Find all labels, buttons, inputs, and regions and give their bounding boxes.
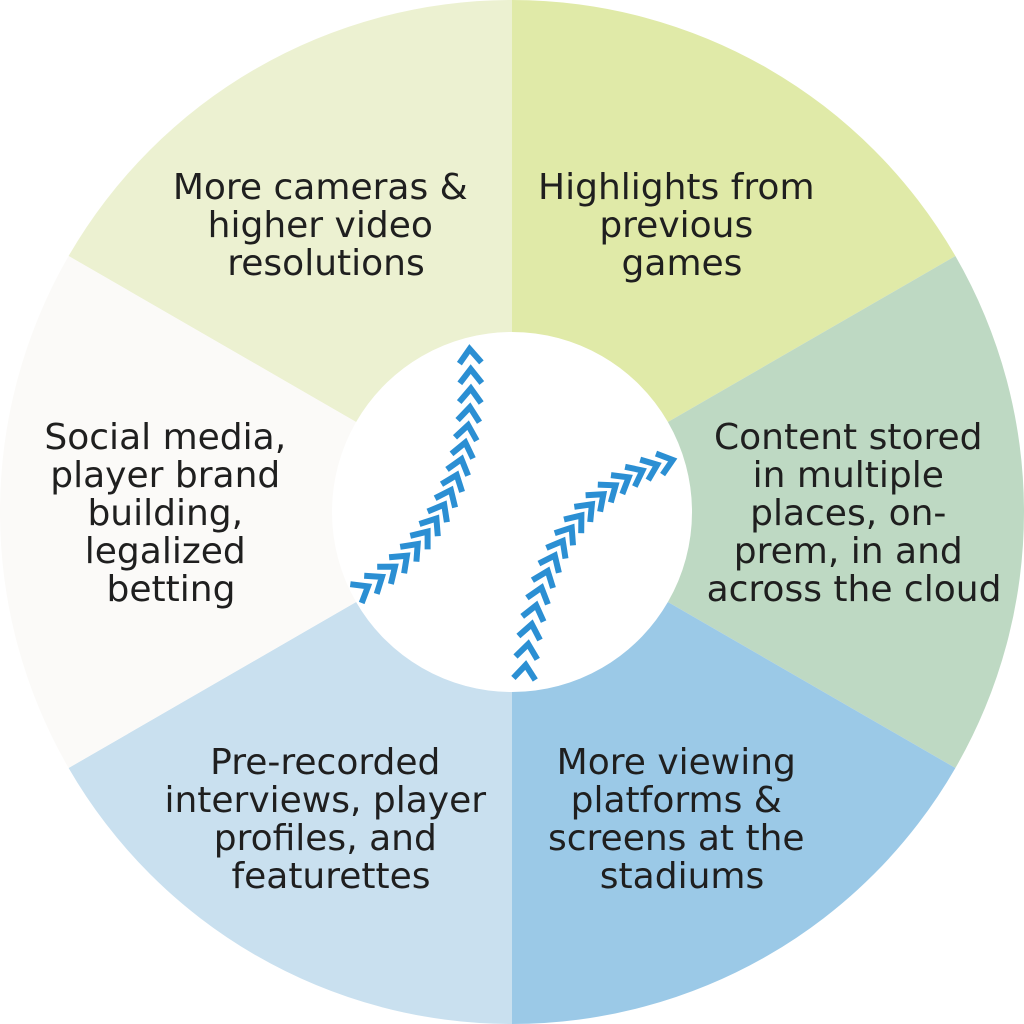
stitch-right-seam xyxy=(597,481,620,504)
stitch-right-seam xyxy=(624,463,647,488)
stitch-left-seam xyxy=(426,500,450,523)
stitch-left-seam xyxy=(449,437,476,460)
label-left: Social media, player brand building, leg… xyxy=(44,417,297,610)
baseball-body xyxy=(334,334,690,690)
stitch-left-seam xyxy=(433,485,459,509)
stitch-right-seam xyxy=(520,600,547,623)
label-right: Content stored in multiple places, on- p… xyxy=(707,417,1002,610)
stitch-right-seam xyxy=(563,511,585,534)
stitch-right-seam xyxy=(610,472,633,496)
stitch-left-seam xyxy=(452,420,480,443)
stitch-left-seam xyxy=(456,344,484,366)
label-top-left: More cameras & higher video resolutions xyxy=(173,167,479,284)
stitch-left-seam xyxy=(399,540,421,562)
segment-bottom-right xyxy=(512,602,956,1024)
stitch-left-seam xyxy=(457,364,485,386)
stitch-right-seam xyxy=(537,551,562,574)
label-bottom-left: Pre-recorded interviews, player profiles… xyxy=(164,742,497,897)
segment-bottom-left xyxy=(68,602,512,1024)
baseball-icon xyxy=(334,334,690,690)
stitch-right-seam xyxy=(545,536,569,560)
stitch-left-seam xyxy=(456,383,484,405)
stitch-left-seam xyxy=(409,527,431,550)
stitch-left-seam xyxy=(377,563,399,585)
stitch-right-seam xyxy=(654,450,678,477)
stitch-left-seam xyxy=(445,454,471,477)
stitch-left-seam xyxy=(349,581,373,605)
stitch-right-seam xyxy=(553,523,576,546)
label-bottom-right: More viewing platforms & screens at the … xyxy=(548,742,816,897)
segment-top-left xyxy=(68,0,512,422)
stitch-right-seam xyxy=(573,500,596,523)
stitch-right-seam xyxy=(530,566,556,589)
stitch-left-seam xyxy=(455,402,483,424)
stitch-right-seam xyxy=(585,490,608,513)
stitch-right-seam xyxy=(513,639,540,661)
stitch-left-seam xyxy=(364,572,387,595)
stitch-left-seam xyxy=(418,514,441,537)
stitch-right-seam xyxy=(516,619,543,642)
stitch-left-seam xyxy=(388,552,411,574)
stitch-right-seam xyxy=(525,583,551,606)
stitch-right-seam xyxy=(511,660,538,682)
segment-right xyxy=(667,256,1024,768)
label-top-right: Highlights from previous games xyxy=(538,167,826,284)
segment-left xyxy=(0,256,357,768)
segment-top-right xyxy=(512,0,956,422)
baseball-stitches xyxy=(349,344,678,682)
stitch-left-seam xyxy=(439,470,465,493)
stitch-right-seam xyxy=(639,456,662,482)
